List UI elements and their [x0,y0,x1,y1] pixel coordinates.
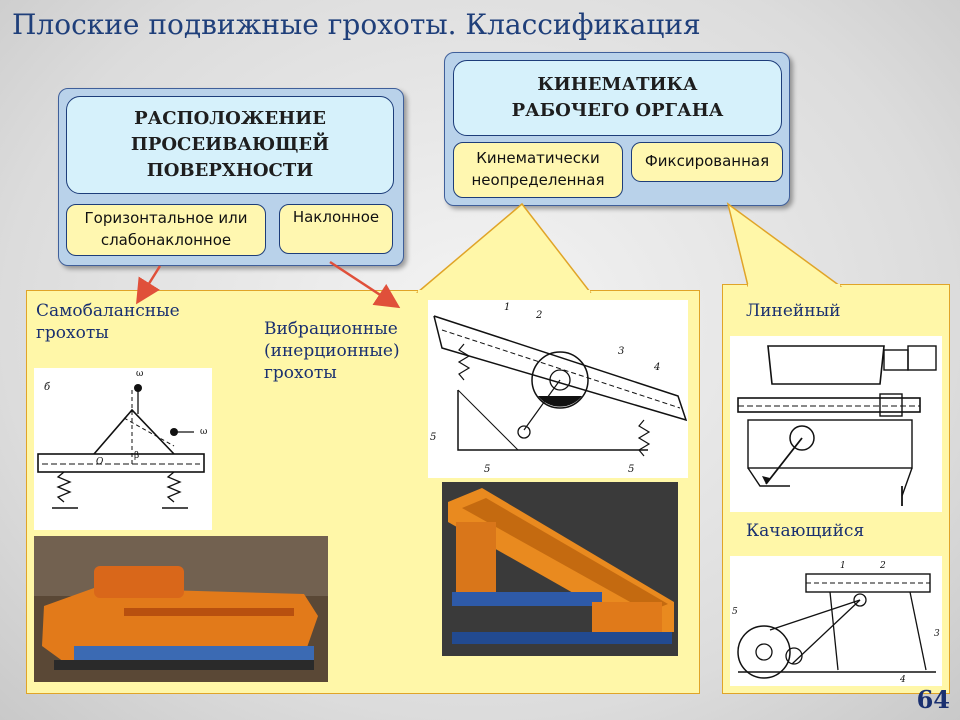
omega-top: ω [136,369,143,379]
self-balanced-schematic: ω ω O β б [34,368,212,530]
swing-callout-2: 2 [879,561,886,571]
label-linear: Линейный [746,301,841,321]
option-horizontal: Горизонтальное или слабонаклонное [66,204,266,256]
swing-callout-4: 4 [899,675,906,685]
option-fixed: Фиксированная [631,142,783,182]
option-inclined-label: Наклонное [292,208,380,226]
callout-2: 2 [535,310,542,321]
page-number: 64 [916,685,950,714]
page-title: Плоские подвижные грохоты. Классификация [12,8,701,41]
option-kinematic-undefined-label: Кинематически неопределенная [471,149,605,189]
option-horizontal-label: Горизонтальное или слабонаклонное [84,209,248,249]
callout-5-bottom: 5 [484,464,490,475]
callout-triangle-right [726,202,843,287]
callout-3: 3 [618,346,624,357]
vibration-photo [442,482,678,656]
kinematics-group-header-text: КИНЕМАТИКА РАБОЧЕГО ОРГАНА [511,73,724,121]
swing-callout-1: 1 [840,561,846,571]
point-o: O [96,457,104,467]
linear-schematic [730,336,942,512]
callout-4: 4 [653,362,660,373]
angle-beta: β [134,451,139,461]
label-self-balanced: Самобалансные грохоты [36,301,180,344]
swinging-schematic: 1 2 3 4 5 [730,556,942,686]
vibration-schematic: 1 2 3 4 5 5 5 [428,300,688,478]
location-group-header: РАСПОЛОЖЕНИЕ ПРОСЕИВАЮЩЕЙ ПОВЕРХНОСТИ [66,96,394,194]
label-swinging: Качающийся [746,521,865,541]
swing-callout-3: 3 [934,629,940,639]
kinematics-group-header: КИНЕМАТИКА РАБОЧЕГО ОРГАНА [453,60,782,136]
option-inclined: Наклонное [279,204,393,254]
self-balanced-photo [34,536,328,682]
callout-5-left: 5 [430,432,436,443]
option-kinematic-undefined: Кинематически неопределенная [453,142,623,198]
swing-callout-5: 5 [732,607,738,617]
option-fixed-label: Фиксированная [644,152,770,171]
location-group-header-text: РАСПОЛОЖЕНИЕ ПРОСЕИВАЮЩЕЙ ПОВЕРХНОСТИ [130,107,330,182]
label-vibration: Вибрационные (инерционные) грохоты [264,319,400,384]
callout-5-right: 5 [628,464,634,475]
callout-1: 1 [504,302,510,313]
figure-b-label: б [44,382,51,393]
omega-right: ω [200,427,207,437]
callout-triangle-left [415,202,592,293]
